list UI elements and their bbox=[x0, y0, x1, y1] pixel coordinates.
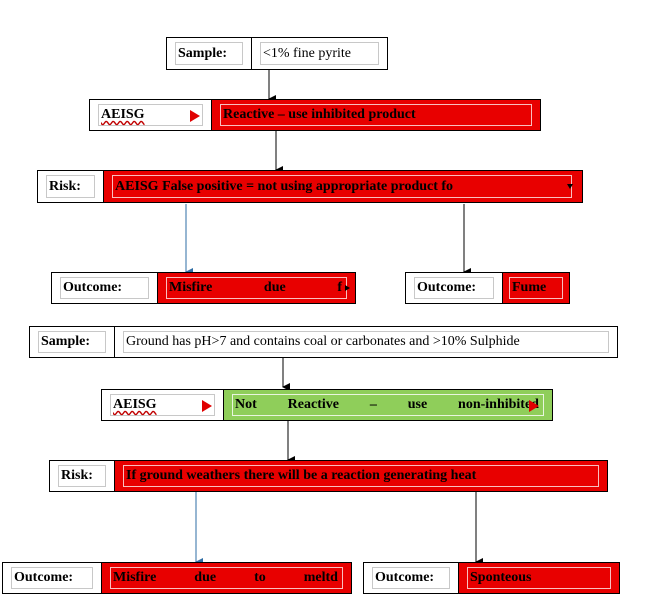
outcome-left-label-box-2: Outcome: bbox=[2, 562, 102, 594]
aeisg-label: AEISG bbox=[98, 104, 203, 126]
risk-value: If ground weathers there will be a react… bbox=[123, 465, 599, 487]
dropdown-arrow-icon[interactable] bbox=[529, 400, 539, 412]
outcome-right-label-box-2: Outcome: bbox=[363, 562, 459, 594]
aeisg-label-box-2: AEISG bbox=[101, 389, 224, 421]
risk-value-box-1: AEISG False positive = not using appropr… bbox=[103, 170, 583, 203]
scroll-right-icon[interactable] bbox=[345, 285, 350, 291]
risk-value: AEISG False positive = not using appropr… bbox=[112, 175, 572, 198]
outcome-word: to bbox=[254, 570, 266, 585]
outcome-right-value-box-1: Fume bbox=[502, 272, 570, 304]
outcome-left-label-box-1: Outcome: bbox=[51, 272, 158, 304]
aeisg-label: AEISG bbox=[110, 394, 215, 416]
outcome-label: Outcome: bbox=[11, 567, 93, 589]
aeisg-value-box-1: Reactive – use inhibited product bbox=[211, 99, 541, 131]
sample-value-box-1: <1% fine pyrite bbox=[251, 37, 388, 70]
aeisg-value-box-2: Not Reactive – use non-inhibited bbox=[223, 389, 553, 421]
sample-value-box-2: Ground has pH>7 and contains coal or car… bbox=[114, 326, 618, 358]
aeisg-word: Reactive bbox=[287, 397, 339, 412]
aeisg-word: use bbox=[407, 397, 428, 412]
outcome-right-value: Fume bbox=[509, 277, 563, 299]
risk-value-box-2: If ground weathers there will be a react… bbox=[114, 460, 608, 492]
outcome-left-value-box-2: Misfire due to meltd bbox=[101, 562, 352, 594]
outcome-word: due bbox=[194, 570, 217, 585]
scroll-down-icon[interactable] bbox=[567, 184, 573, 189]
outcome-left-value: Misfire due f bbox=[166, 277, 347, 299]
dropdown-arrow-icon[interactable] bbox=[202, 400, 212, 412]
sample-label: Sample: bbox=[38, 331, 106, 353]
aeisg-label-box-1: AEISG bbox=[89, 99, 212, 131]
aeisg-word: – bbox=[369, 397, 377, 412]
aeisg-value: Not Reactive – use non-inhibited bbox=[232, 394, 544, 416]
risk-label: Risk: bbox=[58, 465, 106, 487]
outcome-word: meltd bbox=[303, 570, 338, 585]
outcome-word: Misfire bbox=[113, 570, 157, 585]
outcome-left-value: Misfire due to meltd bbox=[110, 567, 343, 589]
aeisg-word: Not bbox=[235, 397, 257, 412]
sample-label: Sample: bbox=[175, 42, 243, 65]
dropdown-arrow-icon[interactable] bbox=[190, 110, 200, 122]
outcome-right-value: Sponteous bbox=[467, 567, 611, 589]
outcome-left-value-box-1: Misfire due f bbox=[157, 272, 356, 304]
aeisg-value: Reactive – use inhibited product bbox=[220, 104, 532, 126]
outcome-word: due bbox=[263, 280, 286, 295]
risk-label-box-1: Risk: bbox=[37, 170, 104, 203]
sample-value: <1% fine pyrite bbox=[260, 42, 379, 65]
outcome-label: Outcome: bbox=[60, 277, 149, 299]
sample-label-box-2: Sample: bbox=[29, 326, 115, 358]
outcome-word: f bbox=[337, 280, 342, 295]
outcome-right-label-box-1: Outcome: bbox=[405, 272, 503, 304]
outcome-label: Outcome: bbox=[372, 567, 450, 589]
risk-label-box-2: Risk: bbox=[49, 460, 115, 492]
outcome-label: Outcome: bbox=[414, 277, 494, 299]
outcome-word: Misfire bbox=[169, 280, 213, 295]
sample-value: Ground has pH>7 and contains coal or car… bbox=[123, 331, 609, 353]
aeisg-word: non-inhibited bbox=[458, 397, 539, 412]
sample-label-box-1: Sample: bbox=[166, 37, 252, 70]
risk-label: Risk: bbox=[46, 175, 95, 198]
outcome-right-value-box-2: Sponteous bbox=[458, 562, 620, 594]
